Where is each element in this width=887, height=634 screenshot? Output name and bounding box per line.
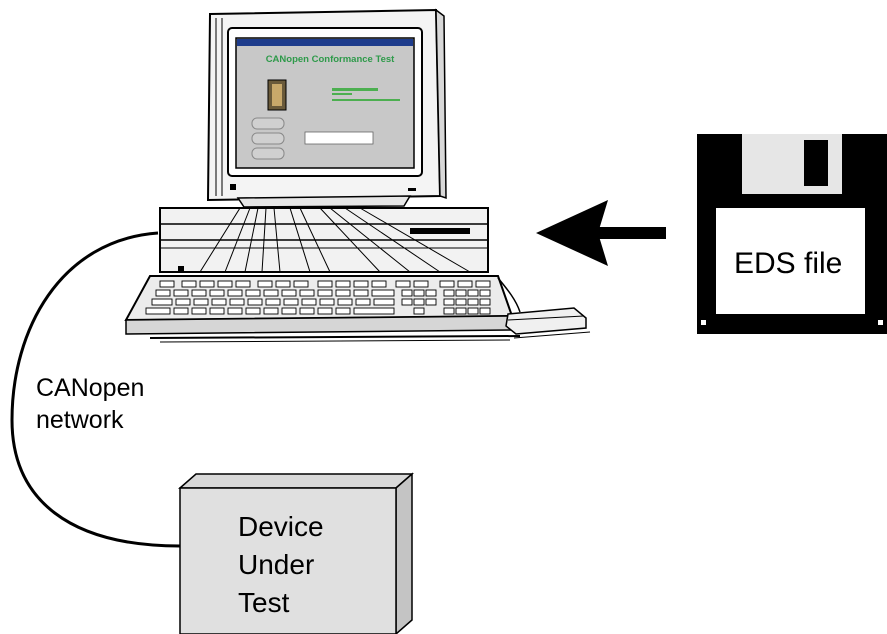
- floppy-disk: [697, 134, 887, 334]
- system-unit-shading: [199, 207, 471, 273]
- device-side: [395, 472, 413, 634]
- keyboard-keys: [145, 280, 491, 315]
- mouse-shadow: [513, 331, 591, 339]
- keyboard-front: [125, 315, 513, 335]
- screen-titlebar: [237, 39, 413, 46]
- screen-button: [251, 132, 285, 145]
- network-cable: [10, 231, 181, 548]
- network-label-line1: CANopen: [36, 374, 145, 402]
- device-front: [179, 487, 397, 634]
- device-label-line3: Test: [238, 587, 290, 618]
- monitor-side: [435, 8, 447, 200]
- device-label-line2: Under: [238, 549, 315, 580]
- screen-info-line: [332, 88, 378, 91]
- floppy-shutter-window: [804, 140, 828, 186]
- computer: CANopen Conformance Test: [124, 8, 591, 343]
- floppy-hole: [701, 320, 706, 325]
- arrow-shaft: [596, 227, 666, 239]
- screen-title: CANopen Conformance Test: [266, 54, 395, 65]
- monitor-logo: [230, 184, 236, 190]
- mouse-button-line: [507, 315, 585, 321]
- system-unit-button: [178, 266, 184, 272]
- monitor-stand: [236, 195, 412, 208]
- arrow-head: [536, 200, 608, 266]
- screen-device-icon-face: [272, 84, 282, 106]
- screen-button: [251, 147, 285, 160]
- arrow: [536, 200, 666, 266]
- network-label-line2: network: [36, 406, 124, 434]
- keyboard-cable: [497, 277, 521, 313]
- device-label-line1: Device: [238, 511, 324, 542]
- eds-file-label: EDS file: [734, 247, 843, 280]
- keyboard-shadow: [149, 335, 521, 339]
- floppy-label: [716, 208, 865, 314]
- device-under-test: [178, 472, 414, 634]
- screen-info-line: [332, 93, 352, 95]
- screen-button: [251, 117, 285, 130]
- floppy-hole: [878, 320, 883, 325]
- network-label: CANopen network: [36, 372, 144, 436]
- monitor-screen: [235, 37, 415, 169]
- screen-info-line: [332, 99, 400, 101]
- mouse: [505, 307, 587, 335]
- device-label: Device Under Test: [238, 508, 324, 622]
- keyboard-shadow: [159, 339, 511, 343]
- drive-slot: [410, 228, 470, 234]
- screen-input-box: [304, 131, 374, 145]
- device-top: [178, 473, 414, 489]
- monitor-power-led: [408, 188, 416, 191]
